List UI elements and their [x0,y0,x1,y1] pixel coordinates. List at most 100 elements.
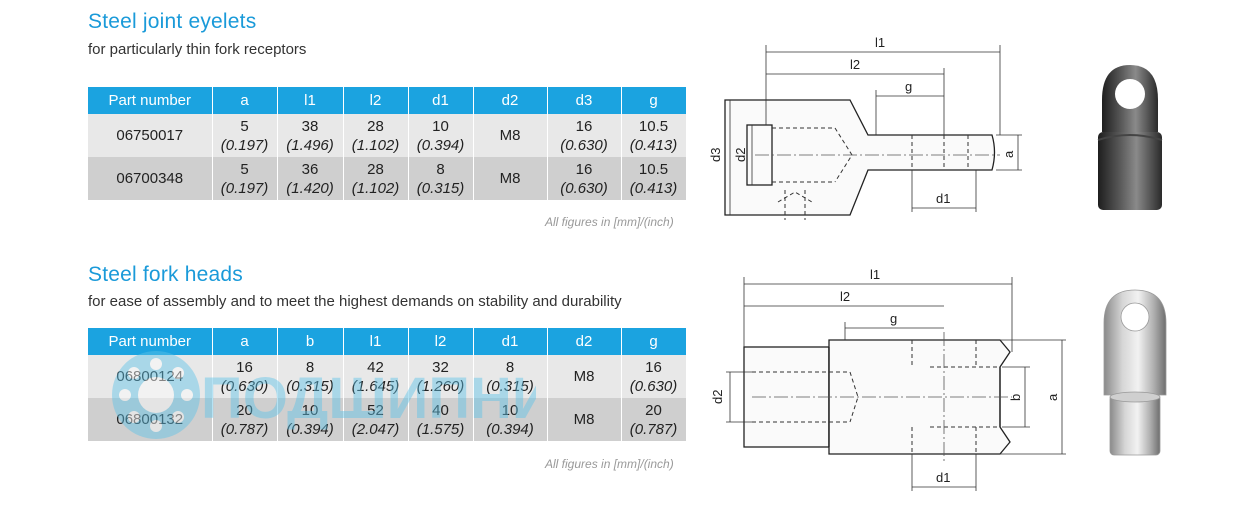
dim-label-l2: l2 [850,57,860,72]
inch-value: (0.315) [416,179,465,197]
fork-heads-spec-table: Part number a b l1 l2 d1 d2 g 06800124 1… [88,328,687,441]
section-subtitle-eyelets: for particularly thin fork receptors [88,41,307,58]
dim-label-g: g [905,79,912,94]
mm-value: 10 [301,401,319,419]
mm-value: 10.5 [638,160,669,178]
col-header-l1: l1 [343,328,409,355]
inch-value: (0.394) [416,136,465,154]
col-header-g: g [621,87,687,114]
inch-value: (0.630) [220,377,269,395]
eyelet-product-photo [1097,65,1163,210]
col-header-a: a [212,87,278,114]
value-cell: 20(0.787) [212,398,278,441]
inch-value: (1.645) [351,377,400,395]
col-header-d1: d1 [408,87,474,114]
value-cell: 5(0.197) [212,157,278,200]
table-header-row: Part number a l1 l2 d1 d2 d3 g [88,87,687,114]
units-note: All figures in [mm]/(inch) [545,457,674,471]
mm-value: 32 [432,358,449,376]
inch-value: (0.315) [486,377,534,395]
value-cell: 16(0.630) [547,157,622,200]
inch-value: (1.420) [286,179,334,197]
mm-value: 10 [501,401,519,419]
inch-value: (1.260) [416,377,465,395]
col-header-l2: l2 [343,87,409,114]
dim-label-b: b [1008,394,1023,401]
value-cell: 40(1.575) [408,398,474,441]
col-header-g: g [621,328,687,355]
dim-label-d1: d1 [936,191,950,206]
inch-value: (0.630) [629,377,678,395]
dim-label-l1: l1 [870,267,880,282]
col-header-part-number: Part number [88,87,213,114]
value-cell: 28(1.102) [343,157,409,200]
inch-value: (0.413) [629,179,678,197]
inch-value: (0.413) [629,136,678,154]
value-cell: 36(1.420) [277,157,344,200]
fork-head-technical-drawing: l1 l2 g d2 b a d1 [710,267,1066,491]
col-header-l2: l2 [408,328,474,355]
value-cell: 5(0.197) [212,114,278,157]
units-note: All figures in [mm]/(inch) [545,215,674,229]
part-number-cell: 06800124 [88,355,213,398]
mm-value: 16 [575,160,593,178]
inch-value: (1.496) [286,136,334,154]
mm-value: 16 [645,358,662,376]
value-cell: 32(1.260) [408,355,474,398]
dim-label-a: a [1045,393,1060,401]
part-number-cell: 06750017 [88,114,213,157]
value-cell: 10(0.394) [473,398,548,441]
value-cell: 10(0.394) [408,114,474,157]
mm-value: 42 [367,358,384,376]
watermark-text: ПОДШИПНИКЪ [201,366,536,431]
col-header-a: a [212,328,278,355]
value-cell: 28(1.102) [343,114,409,157]
inch-value: (1.102) [351,136,400,154]
part-number-cell: 06700348 [88,157,213,200]
mm-value: 16 [575,117,593,135]
section-title-fork-heads: Steel fork heads [88,263,243,286]
inch-value: (1.575) [416,420,465,438]
dim-label-d3: d3 [708,148,723,162]
inch-value: (0.630) [560,136,608,154]
value-cell: M8 [547,355,622,398]
value-cell: 8(0.315) [277,355,344,398]
value-cell: 20(0.787) [621,398,687,441]
table-row: 06800124 16(0.630) 8(0.315) 42(1.645) 32… [88,355,687,398]
value-cell: 52(2.047) [343,398,409,441]
watermark-logo: ПОДШИПНИКЪ [112,351,536,439]
table-header-row: Part number a b l1 l2 d1 d2 g [88,328,687,355]
value-cell: M8 [547,398,622,441]
dim-label-a: a [1001,150,1016,158]
mm-value: 52 [367,401,384,419]
dim-label-d2: d2 [710,390,725,404]
dim-label-g: g [890,311,897,326]
eyelet-technical-drawing: l1 l2 g d3 d2 a d1 [708,35,1022,220]
inch-value: (1.102) [351,179,400,197]
mm-value: 28 [367,117,384,135]
inch-value: (0.394) [486,420,534,438]
fork-head-product-photo [1103,289,1167,456]
value-cell: 10.5(0.413) [621,157,687,200]
value-cell: 16(0.630) [212,355,278,398]
dim-label-d1: d1 [936,470,950,485]
inch-value: (0.787) [629,420,678,438]
mm-value: 5 [240,117,249,135]
col-header-d3: d3 [547,87,622,114]
inch-value: (0.394) [286,420,334,438]
dim-label-l2: l2 [840,289,850,304]
part-number-cell: 06800132 [88,398,213,441]
mm-value: 10.5 [638,117,669,135]
col-header-d1: d1 [473,328,548,355]
value-cell: 38(1.496) [277,114,344,157]
inch-value: (2.047) [351,420,400,438]
value-cell: 8(0.315) [473,355,548,398]
mm-value: 8 [505,358,515,376]
table-row: 06750017 5(0.197) 38(1.496) 28(1.102) 10… [88,114,687,157]
value-cell: M8 [473,157,548,200]
table-row: 06800132 20(0.787) 10(0.394) 52(2.047) 4… [88,398,687,441]
mm-value: 10 [432,117,449,135]
dim-label-d2: d2 [733,148,748,162]
eyelets-spec-table: Part number a l1 l2 d1 d2 d3 g 06750017 … [88,87,687,200]
mm-value: 38 [301,117,319,135]
